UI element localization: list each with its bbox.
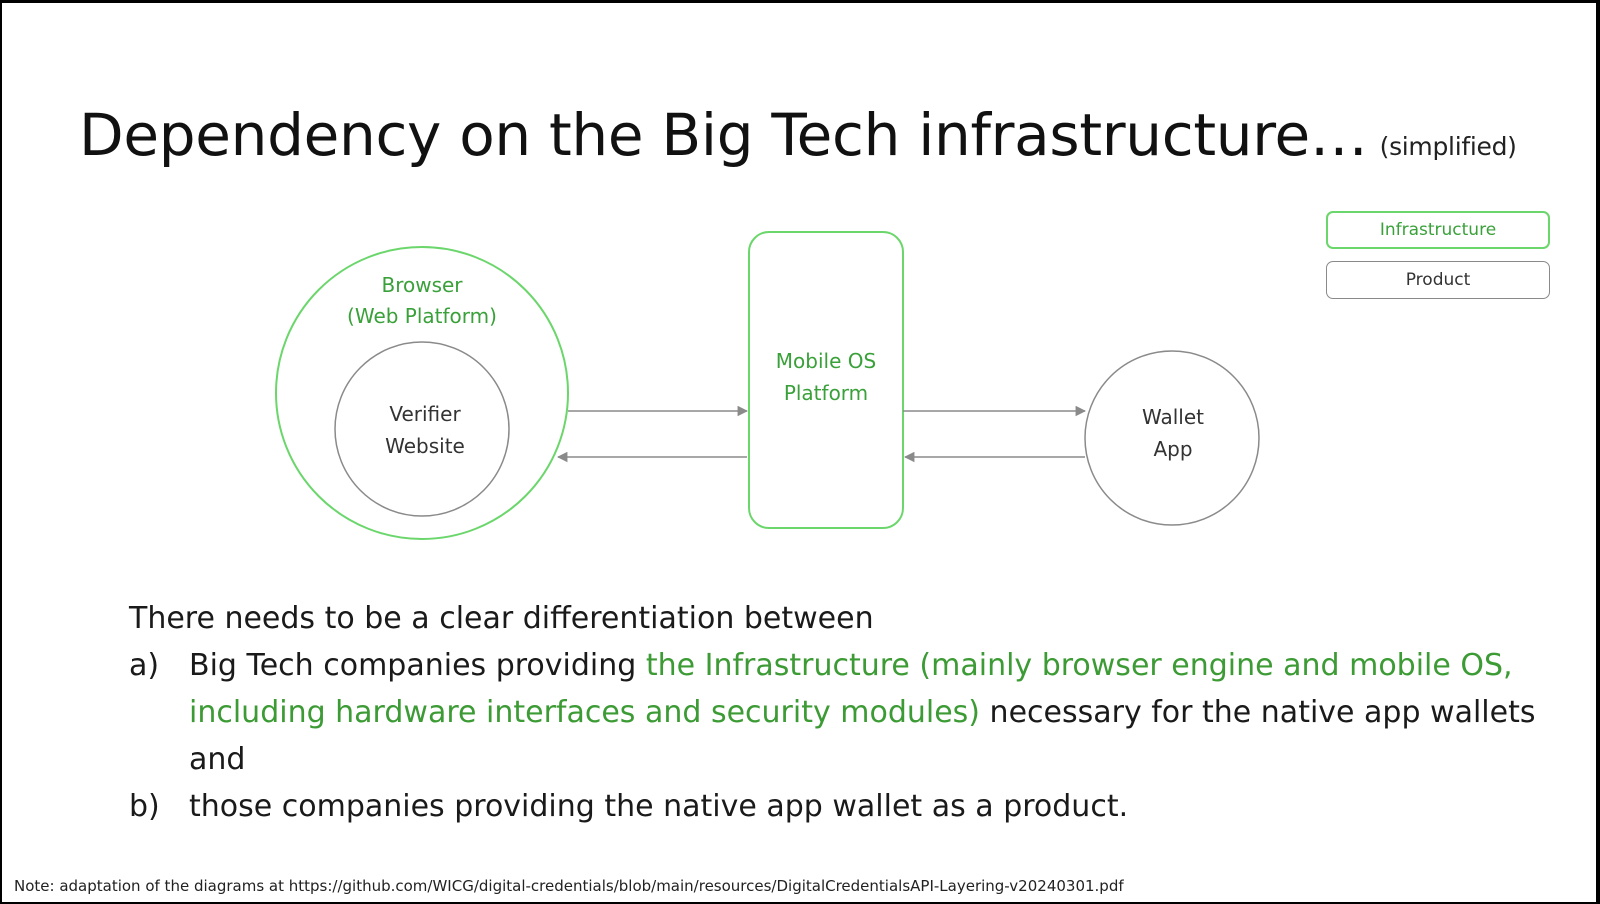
browser-label-line2: (Web Platform)	[347, 304, 497, 328]
verifier-label-line2: Website	[385, 434, 465, 458]
mobile-os-label-line2: Platform	[784, 381, 868, 405]
architecture-diagram: Browser (Web Platform) Verifier Website …	[275, 231, 1260, 540]
item-a-text-after: necessary for the native app wallets and	[189, 695, 1536, 777]
subtitle: (simplified)	[1379, 132, 1517, 161]
list-item-b: b) those companies providing the native …	[129, 783, 1549, 830]
body-intro: There needs to be a clear differentiatio…	[129, 601, 874, 636]
list-marker-a: a)	[129, 648, 160, 683]
verifier-label-line1: Verifier	[389, 402, 461, 426]
list-text-a: Big Tech companies providing the Infrast…	[189, 642, 1549, 783]
wallet-label-line1: Wallet	[1142, 405, 1204, 429]
slide: Dependency on the Big Tech infrastructur…	[2, 3, 1596, 902]
browser-circle	[275, 246, 569, 540]
source-note: Note: adaptation of the diagrams at http…	[14, 877, 1124, 895]
list-marker-b: b)	[129, 789, 160, 824]
item-a-text-highlight: the Infrastructure (mainly browser engin…	[189, 648, 1513, 730]
wallet-circle	[1084, 350, 1260, 526]
item-a-text-before: Big Tech companies providing	[189, 648, 646, 683]
list-item-a: a) Big Tech companies providing the Infr…	[129, 642, 1549, 783]
verifier-circle	[334, 341, 510, 517]
title-text: Dependency on the Big Tech infrastructur…	[79, 101, 1368, 169]
wallet-label-line2: App	[1153, 437, 1192, 461]
page-title: Dependency on the Big Tech infrastructur…	[79, 101, 1517, 169]
mobile-os-label-line1: Mobile OS	[776, 349, 876, 373]
body-text: There needs to be a clear differentiatio…	[129, 595, 1549, 830]
browser-label-line1: Browser	[381, 273, 463, 297]
list-text-b: those companies providing the native app…	[189, 789, 1129, 824]
legend-product: Product	[1326, 261, 1550, 299]
legend-infrastructure: Infrastructure	[1326, 211, 1550, 249]
mobile-os-box	[748, 231, 904, 529]
